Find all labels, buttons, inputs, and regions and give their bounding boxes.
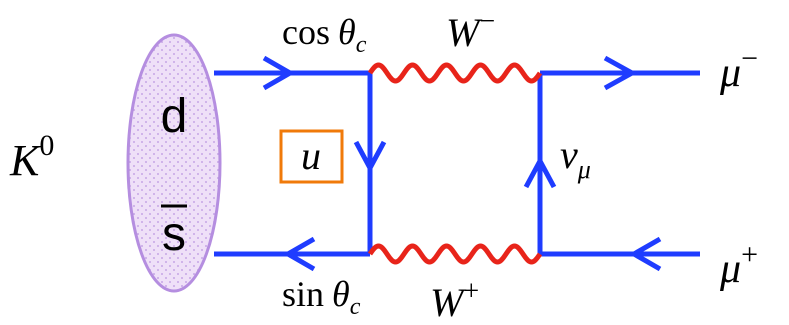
- arrow-mu-minus: [603, 55, 638, 91]
- quark-d-label: d: [161, 90, 188, 143]
- meson-label: K0: [9, 129, 54, 185]
- fermion-lines: [214, 55, 700, 272]
- arrow-d-in: [262, 55, 296, 91]
- internal-quark-box: [279, 129, 344, 184]
- quark-sbar-label: s: [162, 208, 186, 261]
- w-minus-label: W−: [446, 6, 495, 55]
- neutrino-label: νμ: [560, 132, 591, 184]
- w-plus-boson-line: [367, 243, 543, 265]
- w-minus-boson-line: [367, 62, 543, 84]
- meson-blob: [126, 33, 222, 293]
- arrow-s-out: [282, 236, 316, 272]
- muon-minus-label: μ−: [719, 42, 758, 96]
- arrow-mu-plus: [628, 236, 662, 272]
- arrow-neutrino-up: [523, 155, 557, 189]
- w-plus-label: W+: [430, 276, 479, 325]
- muon-plus-label: μ+: [719, 238, 758, 292]
- arrow-u-down: [353, 140, 387, 174]
- internal-quark-label: u: [301, 133, 321, 178]
